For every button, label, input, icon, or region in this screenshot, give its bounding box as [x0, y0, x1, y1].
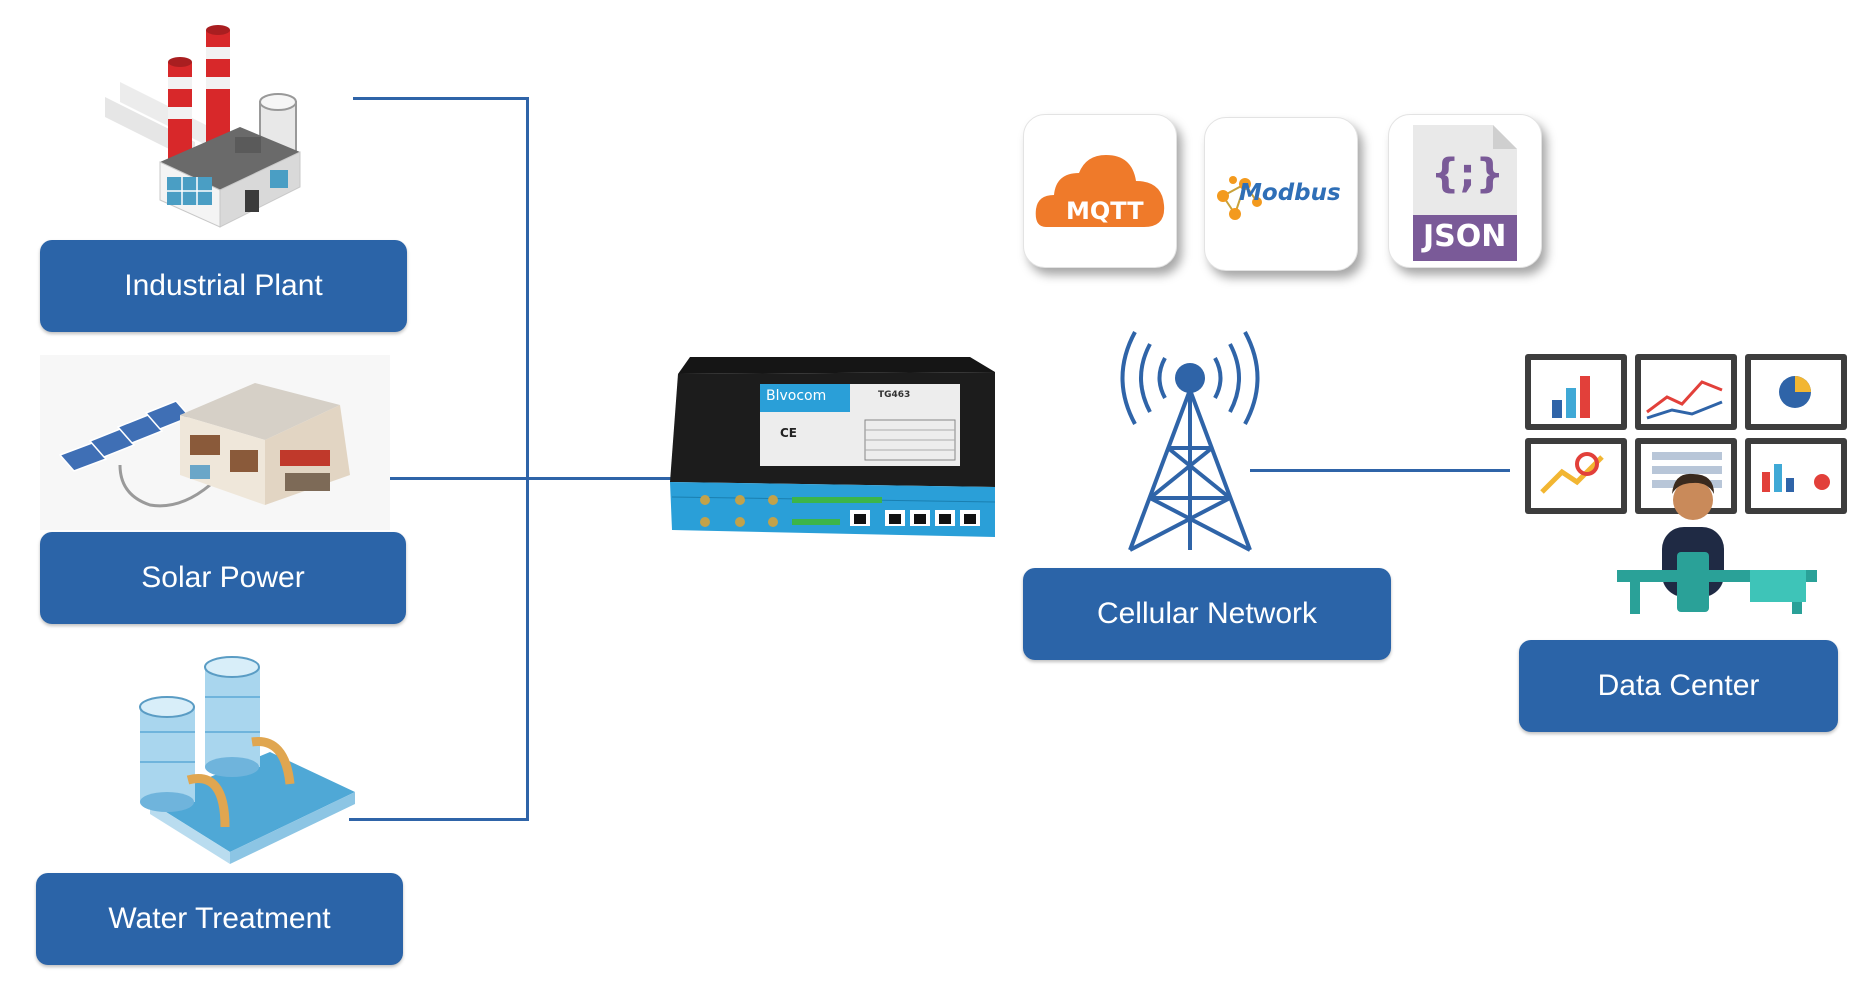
connector-industrial-plant	[353, 97, 529, 100]
connector-tower-to-datacenter	[1250, 469, 1510, 472]
industrial-plant-label: Industrial Plant	[40, 240, 407, 332]
router-brand: Blvocom	[766, 388, 827, 404]
factory-icon	[105, 25, 301, 228]
router-model: TG463	[878, 390, 911, 400]
cell-tower-icon	[1120, 331, 1260, 552]
modbus-text: Modbus	[1239, 180, 1341, 206]
json-braces: {;}	[1431, 151, 1504, 197]
water-treatment-label: Water Treatment	[36, 873, 403, 965]
mqtt-text: MQTT	[1066, 197, 1144, 225]
cloud-icon	[1035, 155, 1165, 227]
json-tile: {;} JSON	[1388, 114, 1542, 268]
mqtt-tile: MQTT	[1023, 114, 1177, 268]
connector-solar-power	[353, 477, 673, 480]
data-center-label: Data Center	[1519, 640, 1838, 732]
solar-power-label: Solar Power	[40, 532, 406, 624]
json-text: JSON	[1423, 219, 1507, 254]
modbus-molecule-icon	[1217, 176, 1262, 220]
solar-house-icon	[40, 355, 390, 530]
monitoring-operator-icon	[1525, 354, 1847, 614]
router-ce-mark: CE	[780, 426, 798, 440]
water-tanks-icon	[139, 656, 355, 864]
connector-water-treatment	[349, 818, 529, 821]
modbus-tile: Modbus	[1204, 117, 1358, 271]
connector-bus-vertical	[526, 97, 529, 820]
industrial-router-icon	[670, 357, 996, 537]
json-file-icon	[1413, 125, 1517, 261]
cellular-network-label: Cellular Network	[1023, 568, 1391, 660]
